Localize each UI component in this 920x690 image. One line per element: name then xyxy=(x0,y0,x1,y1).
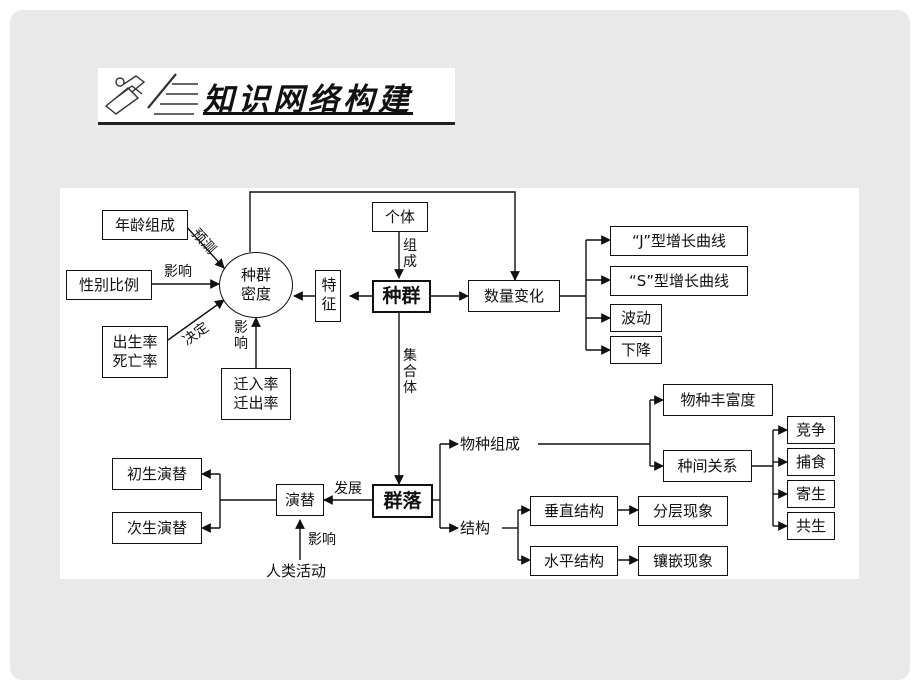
mosaic-box: 镶嵌现象 xyxy=(638,546,728,576)
horizontal-structure-box: 水平结构 xyxy=(530,546,618,576)
section-banner: 知识网络构建 xyxy=(98,68,455,125)
species-richness-box: 物种丰富度 xyxy=(663,384,773,416)
connector-lines xyxy=(152,191,788,565)
s-curve-box: “S”型增长曲线 xyxy=(610,266,748,296)
mutualism-box: 共生 xyxy=(787,512,835,540)
age-structure-box: 年龄组成 xyxy=(102,210,188,240)
birth-death-rate-box: 出生率 死亡率 xyxy=(102,326,168,378)
primary-succession-box: 初生演替 xyxy=(112,458,202,490)
edge-label-aggregate: 集合体 xyxy=(403,348,417,396)
edge-label-compose: 组成 xyxy=(403,238,417,270)
structure-label: 结构 xyxy=(460,519,491,537)
sex-ratio-box: 性别比例 xyxy=(66,270,152,300)
characteristics-box: 特征 xyxy=(315,270,341,322)
secondary-succession-box: 次生演替 xyxy=(112,512,202,544)
page-title: 知识网络构建 xyxy=(203,82,413,118)
population-box: 种群 xyxy=(372,280,431,313)
edge-label-influence-migration: 影响 xyxy=(234,320,248,352)
edge-label-influence-sex: 影响 xyxy=(164,264,192,280)
predation-box: 捕食 xyxy=(787,448,835,476)
interspecies-relation-box: 种间关系 xyxy=(663,450,752,482)
succession-box: 演替 xyxy=(276,484,324,516)
fluctuation-box: 波动 xyxy=(610,304,662,332)
edge-label-influence-human: 影响 xyxy=(308,532,336,548)
pen-books-icon xyxy=(104,73,198,115)
human-activity-label: 人类活动 xyxy=(266,562,327,580)
species-composition-label: 物种组成 xyxy=(460,435,521,453)
vertical-structure-box: 垂直结构 xyxy=(530,496,618,526)
concept-map: 年龄组成 性别比例 出生率 死亡率 种群 密度 迁入率 迁出率 特征 个体 种群… xyxy=(60,188,859,579)
population-density-node: 种群 密度 xyxy=(219,252,293,318)
parasitism-box: 寄生 xyxy=(787,480,835,508)
individual-box: 个体 xyxy=(372,202,428,232)
quantity-change-box: 数量变化 xyxy=(468,280,560,312)
j-curve-box: “J”型增长曲线 xyxy=(610,226,748,256)
migration-rate-box: 迁入率 迁出率 xyxy=(221,368,291,420)
community-box: 群落 xyxy=(372,484,433,518)
edge-label-develop: 发展 xyxy=(334,481,362,497)
decline-box: 下降 xyxy=(610,336,662,364)
competition-box: 竞争 xyxy=(787,416,835,444)
stratification-box: 分层现象 xyxy=(638,496,728,526)
